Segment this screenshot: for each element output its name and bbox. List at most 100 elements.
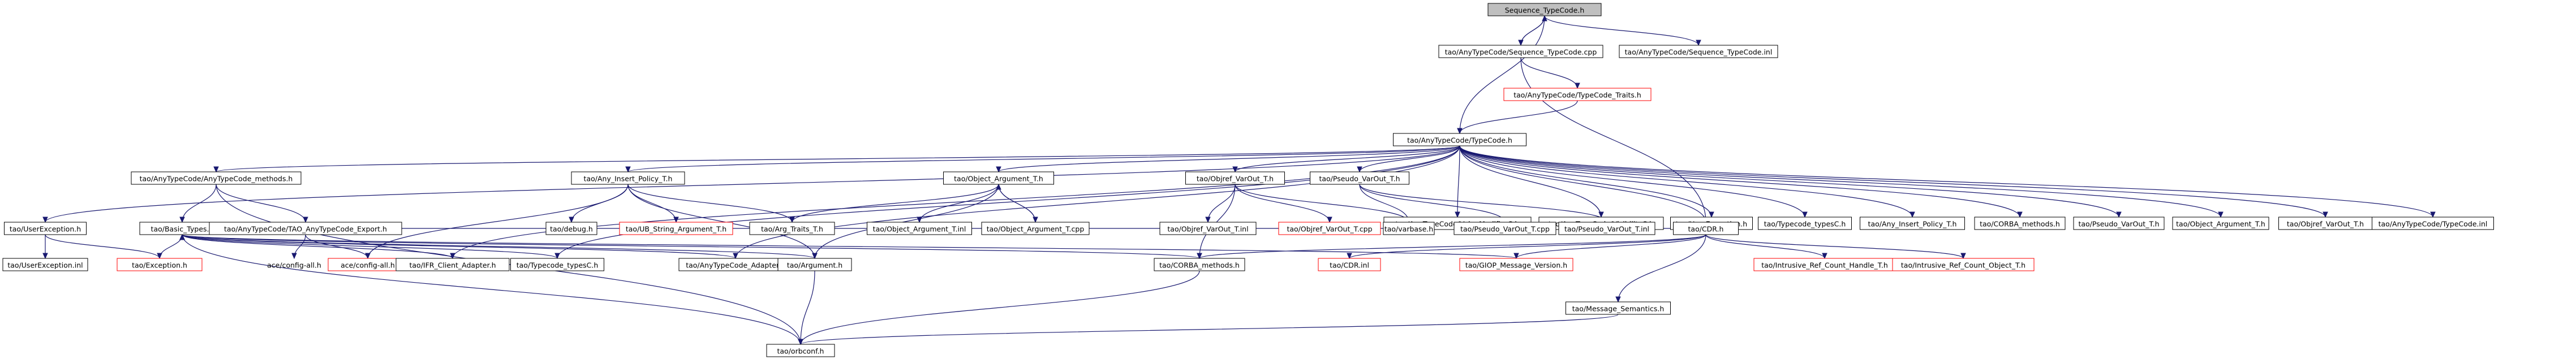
node-oarg[interactable]: tao/Object_Argument_T.h xyxy=(943,171,1054,185)
node-label-tctypes_top: tao/Typecode_typesC.h xyxy=(1764,220,1846,228)
node-seqcpp[interactable]: tao/AnyTypeCode/Sequence_TypeCode.cpp xyxy=(1438,45,1603,58)
node-msgsem[interactable]: tao/Message_Semantics.h xyxy=(1566,301,1671,315)
node-box-tch xyxy=(1393,133,1526,146)
node-cfg2[interactable]: ace/config-all.h xyxy=(328,258,408,271)
arrowhead-tch-to-uexc_top xyxy=(1709,211,1714,218)
node-ovarcpp[interactable]: tao/Objref_VarOut_T.cpp xyxy=(1278,222,1381,235)
node-ifr[interactable]: tao/IFR_Client_Adapter.h xyxy=(395,258,510,271)
node-methods[interactable]: tao/AnyTypeCode/AnyTypeCode_methods.h xyxy=(131,171,302,185)
edge-oarg-to-oarginl xyxy=(919,184,999,223)
node-cdrinl[interactable]: tao/CDR.inl xyxy=(1318,258,1381,271)
node-uib[interactable]: tao/UB_String_Argument_T.h xyxy=(619,222,733,235)
arrowhead-methods-to-btypes xyxy=(179,217,185,223)
node-cmeth[interactable]: tao/CORBA_methods.h xyxy=(1154,258,1245,271)
node-aip[interactable]: tao/Any_Insert_Policy_T.h xyxy=(571,171,685,185)
arrowhead-oarg-to-argument xyxy=(812,253,818,259)
arrowhead-tch-to-ifr xyxy=(450,253,455,259)
arrowhead-ovar-to-ovarinl xyxy=(1205,217,1211,223)
node-oarg_top[interactable]: tao/Object_Argument_T.h xyxy=(2172,217,2269,230)
node-exception[interactable]: tao/Exception.h xyxy=(117,258,203,271)
node-argtraits[interactable]: tao/Arg_Traits_T.h xyxy=(749,222,835,235)
node-pvarinl[interactable]: tao/Pseudo_VarOut_T.inl xyxy=(1558,222,1655,235)
arrowhead-methods-to-export xyxy=(303,217,308,223)
node-label-oargcpp: tao/Object_Argument_T.cpp xyxy=(987,225,1085,233)
node-box-export xyxy=(209,222,402,235)
node-pvarcpp[interactable]: tao/Pseudo_VarOut_T.cpp xyxy=(1453,222,1556,235)
arrowhead-tch-to-uexc xyxy=(42,217,48,223)
edge-cdrh-to-cmeth xyxy=(1199,234,1706,259)
node-orbconf[interactable]: tao/orbconf.h xyxy=(766,344,835,357)
node-tcinl[interactable]: tao/AnyTypeCode/TypeCode.inl xyxy=(2372,217,2494,230)
node-cdrh[interactable]: tao/CDR.h xyxy=(1673,222,1739,235)
node-seqinl[interactable]: tao/AnyTypeCode/Sequence_TypeCode.inl xyxy=(1619,45,1778,58)
arrowhead-export-to-cfg1 xyxy=(291,253,297,259)
node-ovar_top[interactable]: tao/Objref_VarOut_T.h xyxy=(2278,217,2372,230)
node-label-ovarcpp: tao/Objref_VarOut_T.cpp xyxy=(1287,225,1372,233)
node-box-uexc xyxy=(4,222,87,235)
edge-tch-to-tcinl xyxy=(1459,145,2433,218)
edge-seqcpp-to-cdrh xyxy=(1520,57,1706,223)
node-label-aip_top: tao/Any_Insert_Policy_T.h xyxy=(1868,220,1957,228)
node-label-traits: tao/AnyTypeCode/TypeCode_Traits.h xyxy=(1513,91,1641,100)
node-box-tcinl xyxy=(2372,217,2494,230)
node-box-cdrinl xyxy=(1318,258,1381,271)
node-argument[interactable]: tao/Argument.h xyxy=(777,258,852,271)
node-tcadapter[interactable]: tao/AnyTypeCode_Adapter.h xyxy=(678,258,793,271)
node-intro[interactable]: tao/Intrusive_Ref_Count_Object_T.h xyxy=(1892,258,2035,271)
arrowhead-tch-to-oarg xyxy=(996,166,1001,173)
node-pvar_top[interactable]: tao/Pseudo_VarOut_T.h xyxy=(2073,217,2165,230)
node-box-ovarcpp xyxy=(1278,222,1381,235)
edge-tch-to-ifr xyxy=(452,145,1460,259)
edge-tch-to-tcadapter xyxy=(735,145,1460,259)
node-ovarinl[interactable]: tao/Objref_VarOut_T.inl xyxy=(1159,222,1257,235)
edge-seqcpp-to-traits xyxy=(1520,57,1578,89)
node-traits[interactable]: tao/AnyTypeCode/TypeCode_Traits.h xyxy=(1503,88,1652,101)
arrowhead-tch-to-ovar_top xyxy=(2323,211,2328,218)
node-box-varbase xyxy=(1383,222,1435,235)
node-label-ovar: tao/Objref_VarOut_T.h xyxy=(1197,175,1274,183)
node-oarginl[interactable]: tao/Object_Argument_T.inl xyxy=(867,222,972,235)
edge-cdrh-to-intro xyxy=(1705,234,1964,259)
node-label-uexc: tao/UserException.h xyxy=(10,225,81,233)
node-label-tctypesc: tao/Typecode_typesC.h xyxy=(517,261,599,270)
node-varbase[interactable]: tao/varbase.h xyxy=(1383,222,1435,235)
node-giop[interactable]: tao/GIOP_Message_Version.h xyxy=(1459,258,1573,271)
node-label-uib: tao/UB_String_Argument_T.h xyxy=(626,225,726,233)
node-tctypes_top[interactable]: tao/Typecode_typesC.h xyxy=(1758,217,1852,230)
node-debug[interactable]: tao/debug.h xyxy=(545,222,597,235)
node-pvar[interactable]: tao/Pseudo_VarOut_T.h xyxy=(1310,171,1409,185)
arrowhead-tch-to-visc xyxy=(1598,211,1604,218)
node-btypes[interactable]: tao/Basic_Types.h xyxy=(139,222,225,235)
node-label-aip: tao/Any_Insert_Policy_T.h xyxy=(584,175,673,183)
node-tctypesc[interactable]: tao/Typecode_typesC.h xyxy=(510,258,604,271)
node-label-seqcpp: tao/AnyTypeCode/Sequence_TypeCode.cpp xyxy=(1445,48,1597,57)
edge-msgsem-to-orbconf xyxy=(800,314,1619,345)
node-box-uib xyxy=(619,222,733,235)
node-box-debug xyxy=(545,222,597,235)
edge-pvar-to-varbase xyxy=(1359,184,1409,223)
arrowhead-tch-to-pvar xyxy=(1357,166,1362,173)
edge-cdrh-to-msgsem xyxy=(1618,234,1706,302)
node-export[interactable]: tao/AnyTypeCode/TAO_AnyTypeCode_Export.h xyxy=(209,222,402,235)
node-ovar[interactable]: tao/Objref_VarOut_T.h xyxy=(1185,171,1285,185)
arrowhead-cdrh-to-intrh xyxy=(1822,253,1827,259)
node-label-ifr: tao/IFR_Client_Adapter.h xyxy=(409,261,496,270)
edge-oargcpp-to-oarg xyxy=(998,184,1036,223)
node-box-seqinl xyxy=(1619,45,1778,58)
edge-aip-to-uib xyxy=(627,184,677,223)
node-uexcinl[interactable]: tao/UserException.inl xyxy=(2,258,88,271)
node-intrh[interactable]: tao/Intrusive_Ref_Count_Handle_T.h xyxy=(1753,258,1896,271)
node-tch[interactable]: tao/AnyTypeCode/TypeCode.h xyxy=(1393,133,1526,146)
arrowhead-tch-to-aip_top xyxy=(1910,211,1915,218)
node-cfg1[interactable]: ace/config-all.h xyxy=(267,261,321,270)
node-root[interactable]: Sequence_TypeCode.h xyxy=(1487,3,1602,16)
edge-tch-to-tctypesc xyxy=(557,145,1460,259)
edge-argument-to-orbconf xyxy=(800,270,815,345)
node-cmeth_top[interactable]: tao/CORBA_methods.h xyxy=(1974,217,2066,230)
node-label-ovarinl: tao/Objref_VarOut_T.inl xyxy=(1167,225,1248,233)
node-aip_top[interactable]: tao/Any_Insert_Policy_T.h xyxy=(1860,217,1965,230)
node-oargcpp[interactable]: tao/Object_Argument_T.cpp xyxy=(981,222,1090,235)
arrowhead-tch-to-cmeth_top xyxy=(2017,211,2023,218)
node-uexc[interactable]: tao/UserException.h xyxy=(4,222,87,235)
arrowhead-traits-to-tch xyxy=(1457,128,1463,135)
